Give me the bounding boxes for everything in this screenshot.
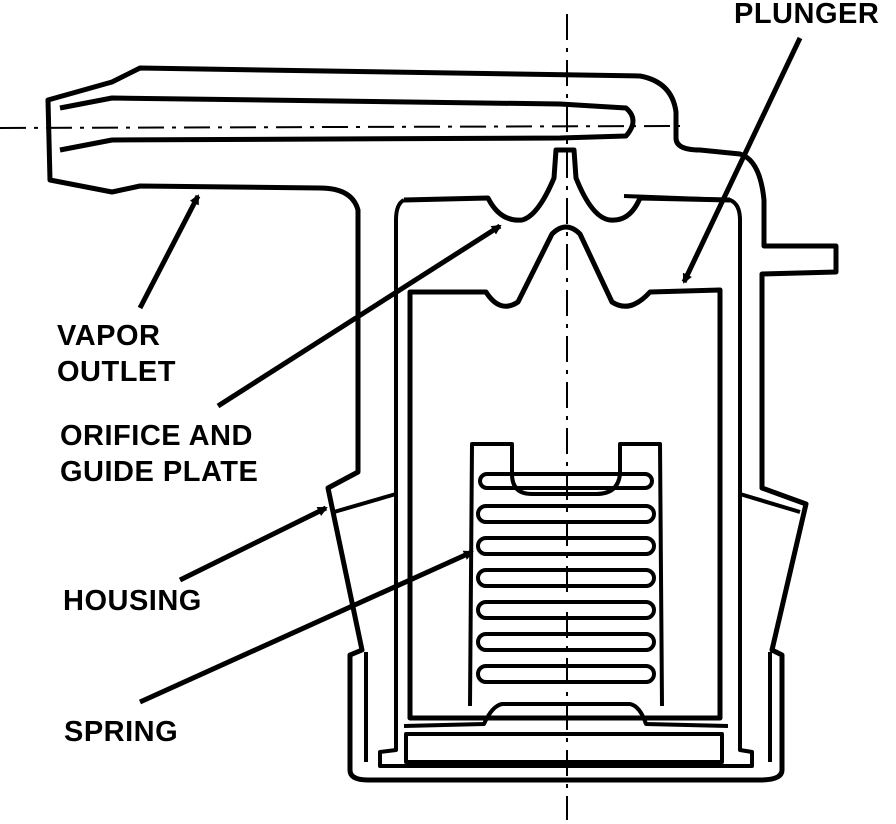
housing-inner-wall [378, 194, 754, 768]
label-spring-text: SPRING [64, 716, 179, 748]
outer-body [45, 65, 839, 783]
spring [403, 442, 729, 764]
spring-seat [403, 702, 729, 728]
orifice-guide-plate [403, 147, 731, 223]
plunger-outline [407, 224, 723, 721]
pipe-bore [59, 95, 636, 153]
housing-lower-bevel-left [333, 492, 397, 514]
leader-arrows [137, 36, 803, 705]
label-vapor-outlet-line1: VAPOR [57, 320, 161, 352]
label-orifice-guide-plate: ORIFICE AND GUIDE PLATE [60, 418, 258, 490]
plunger-arrow [681, 36, 803, 284]
housing [333, 194, 801, 768]
label-housing-text: HOUSING [63, 585, 202, 617]
label-plunger-text: PLUNGER [734, 0, 880, 30]
label-vapor-outlet: VAPOR OUTLET [57, 318, 176, 390]
orifice-guide-plate-arrow [216, 223, 502, 409]
orifice-plate-outline [403, 147, 731, 223]
spring-coils [476, 472, 656, 684]
label-orifice-line2: GUIDE PLATE [60, 456, 259, 488]
housing-arrow [178, 505, 328, 583]
vapor-outlet-outline [45, 65, 839, 783]
spring-arrow [138, 549, 474, 705]
label-spring: SPRING [64, 714, 178, 750]
label-housing: HOUSING [63, 583, 202, 619]
housing-base-rim [364, 652, 772, 762]
label-orifice-line1: ORIFICE AND [60, 420, 253, 452]
plunger [407, 224, 723, 721]
horizontal-centerline [0, 125, 681, 129]
centerlines [0, 14, 681, 820]
spring-cage [468, 442, 664, 707]
base-cup [404, 732, 724, 764]
vapor-outlet-arrow [137, 194, 201, 310]
housing-lower-bevel-right [739, 492, 801, 514]
label-plunger: PLUNGER [734, 0, 879, 32]
label-vapor-outlet-line2: OUTLET [57, 356, 176, 388]
